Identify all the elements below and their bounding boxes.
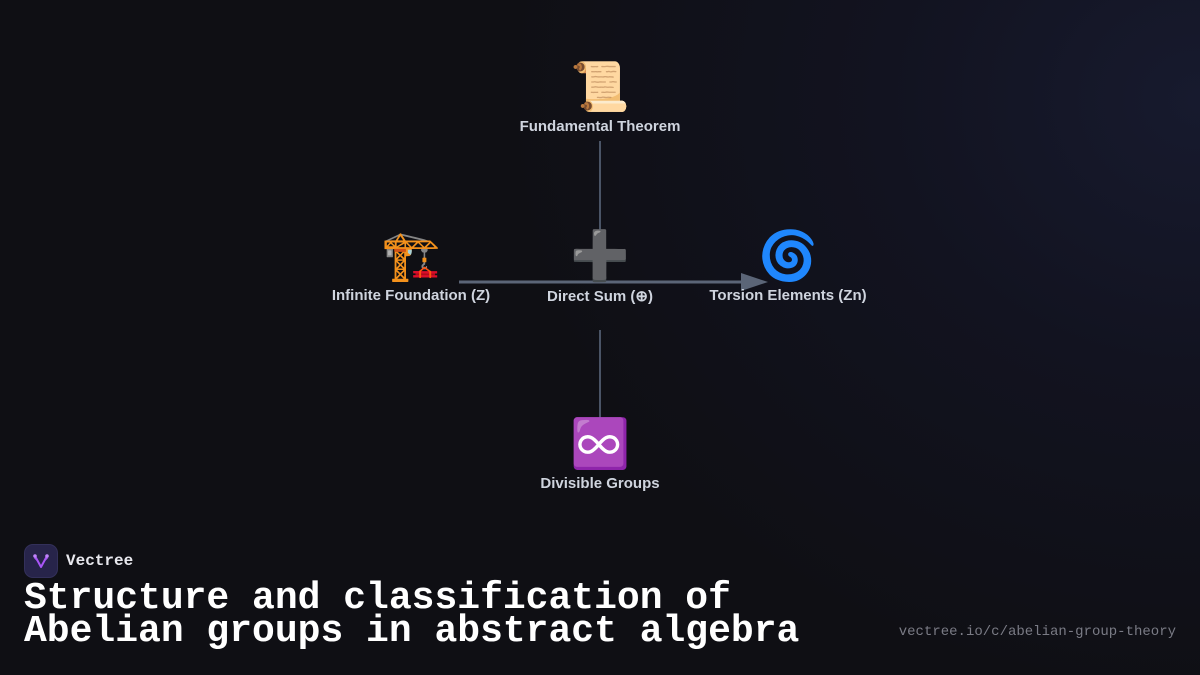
- node-torsion-elements[interactable]: 🌀 Torsion Elements (Zn): [709, 229, 866, 304]
- node-label: Fundamental Theorem: [519, 118, 681, 135]
- construction-crane-icon: 🏗️: [381, 230, 441, 283]
- node-label: Divisible Groups: [540, 475, 660, 492]
- arrowhead-icon: [741, 273, 768, 291]
- infinity-icon: ♾️: [570, 418, 630, 471]
- node-label: Infinite Foundation (Z): [331, 287, 491, 304]
- node-infinite-foundation[interactable]: 🏗️ Infinite Foundation (Z): [332, 229, 490, 304]
- brand-name: Vectree: [66, 552, 134, 570]
- brand: Vectree: [24, 544, 133, 578]
- node-label: Direct Sum (⊕): [547, 288, 653, 305]
- page-title: Structure and classification of Abelian …: [24, 577, 800, 653]
- scroll-icon: 📜: [570, 61, 630, 114]
- node-direct-sum[interactable]: ➕ Direct Sum (⊕): [547, 229, 653, 305]
- node-fundamental-theorem[interactable]: 📜 Fundamental Theorem: [520, 60, 681, 135]
- page-url[interactable]: vectree.io/c/abelian-group-theory: [898, 624, 1176, 640]
- node-label: Torsion Elements (Zn): [709, 287, 867, 304]
- plus-icon: ➕: [570, 230, 630, 283]
- cyclone-icon: 🌀: [758, 230, 818, 283]
- vectree-logo-icon: [24, 544, 58, 578]
- node-divisible-groups[interactable]: ♾️ Divisible Groups: [540, 417, 659, 492]
